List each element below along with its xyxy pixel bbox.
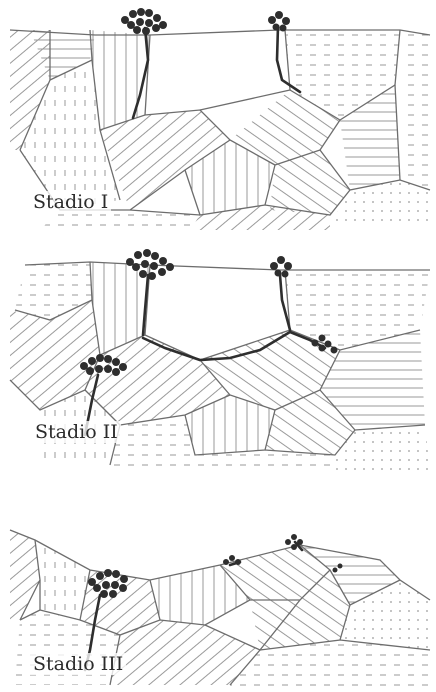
- crack-deposit-right: [268, 11, 290, 32]
- crack-deposit-upper-left: [126, 249, 174, 280]
- stage-1-microstructure: [9, 8, 431, 230]
- crack-deposit-middle: [223, 555, 241, 565]
- crack-deposit-middle-left: [80, 354, 127, 376]
- stage-3-label: Stadio III: [30, 653, 127, 675]
- crack-deposit-right: [285, 534, 303, 550]
- crack-deposit-upper-right: [270, 256, 292, 278]
- stage-1-panel: Stadio I: [0, 0, 436, 232]
- stage-3-microstructure: [9, 529, 431, 690]
- stage-2-microstructure: [9, 249, 430, 470]
- stage-2-label: Stadio II: [32, 421, 121, 443]
- crack-deposit-left: [88, 569, 128, 598]
- crack-deposit-edge: [332, 563, 343, 573]
- stage-3-panel: Stadio III: [0, 490, 436, 692]
- stage-2-panel: Stadio II: [0, 240, 436, 475]
- crack-deposit-middle-right: [311, 334, 338, 354]
- crack-deposit-left: [121, 8, 167, 35]
- stage-1-label: Stadio I: [30, 191, 112, 213]
